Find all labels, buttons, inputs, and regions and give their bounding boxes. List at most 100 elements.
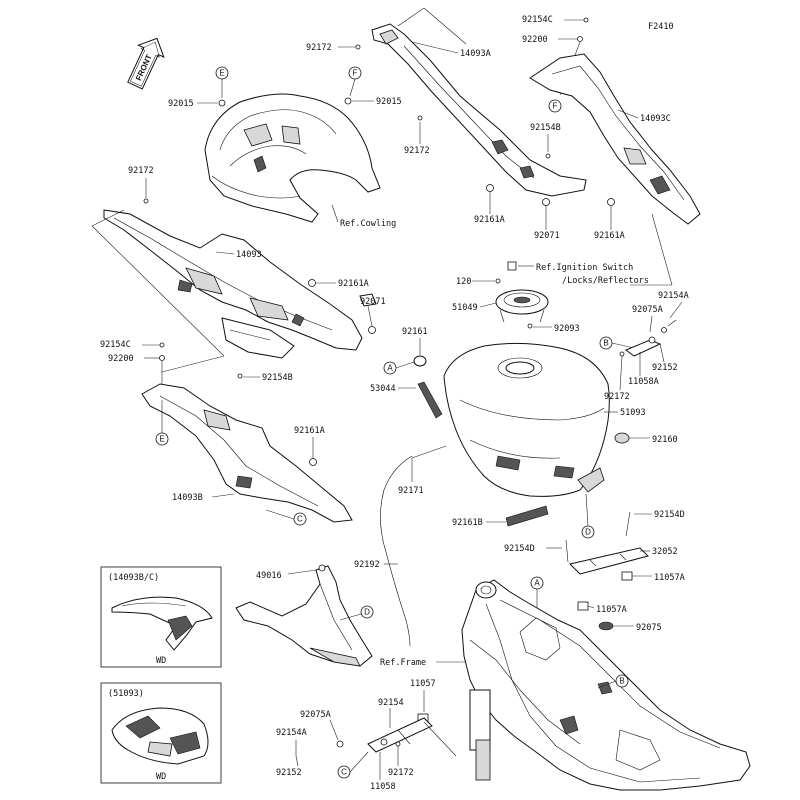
label-92154c-left: 92154C	[100, 340, 131, 350]
callout-d-lower: D	[339, 605, 374, 621]
grommet-icon	[336, 740, 344, 748]
bracket-49016-part	[235, 564, 373, 667]
label-92160: 92160	[652, 435, 678, 445]
inset-caption-2: WD	[156, 772, 166, 782]
label-92161b: 92161B	[452, 518, 483, 528]
svg-text:D: D	[364, 608, 370, 617]
label-92172-bottom: 92172	[388, 768, 414, 778]
label-53044: 53044	[370, 384, 396, 394]
callout-f-top: F	[348, 66, 362, 97]
label-92161: 92161	[402, 327, 428, 337]
bolt-icon	[625, 511, 631, 537]
label-11058-bottom: 11058	[370, 782, 396, 792]
hose-92192-part	[380, 455, 413, 647]
label-92192: 92192	[354, 560, 380, 570]
label-92161a-top: 92161A	[474, 215, 505, 225]
label-92154-bottom: 92154	[378, 698, 404, 708]
grommet-icon	[607, 198, 615, 206]
svg-text:C: C	[297, 515, 303, 524]
label-11057a-upper: 11057A	[654, 573, 685, 583]
screw-icon	[527, 323, 533, 329]
grommet-icon	[598, 621, 614, 631]
label-92015-right: 92015	[376, 97, 402, 107]
label-92154d-right: 92154D	[654, 510, 685, 520]
damper-icon	[614, 432, 630, 444]
screw-icon	[355, 44, 361, 50]
grommet-icon	[542, 198, 550, 206]
label-92152-bottom: 92152	[276, 768, 302, 778]
label-92075a-bottom: 92075A	[300, 710, 331, 720]
svg-text:B: B	[619, 677, 624, 686]
screw-icon	[619, 351, 625, 357]
label-32052: 32052	[652, 547, 678, 557]
svg-text:B: B	[603, 339, 608, 348]
inner-cowling-part	[204, 93, 381, 223]
screw-icon	[495, 278, 501, 284]
nut-icon	[621, 571, 633, 581]
ignition-switch-icon	[507, 261, 517, 271]
label-92154a-right: 92154A	[658, 291, 689, 301]
front-arrow-icon: FRONT	[127, 37, 165, 90]
grommet-icon	[413, 355, 427, 367]
label-92172-top: 92172	[306, 43, 332, 53]
label-92154d-left: 92154D	[504, 544, 535, 554]
callout-b-frame: B	[597, 674, 629, 689]
label-92075: 92075	[636, 623, 662, 633]
label-14093b: 14093B	[172, 493, 203, 503]
svg-text:E: E	[159, 435, 164, 444]
callout-f-right: F	[548, 99, 562, 113]
grommet-icon	[309, 458, 317, 466]
callout-a-left: A	[383, 361, 415, 375]
cover-14093-part	[103, 209, 363, 359]
screw-icon	[395, 741, 401, 747]
pad-92161b-part	[505, 505, 549, 527]
nut-icon	[577, 601, 589, 611]
washer-icon	[159, 355, 165, 361]
label-92075a-right: 92075A	[632, 305, 663, 315]
label-92172-left: 92172	[128, 166, 154, 176]
label-92172-right: 92172	[604, 392, 630, 402]
label-92154b-top: 92154B	[530, 123, 561, 133]
bracket-32052-part	[569, 547, 649, 575]
cover-14093b-part	[141, 383, 353, 523]
grommet-icon	[486, 184, 494, 192]
label-92171: 92171	[398, 486, 424, 496]
label-92093: 92093	[554, 324, 580, 334]
inset-title-2: (51093)	[108, 689, 144, 699]
grommet-icon	[368, 326, 376, 334]
label-120: 120	[456, 277, 471, 287]
label-92200-left: 92200	[108, 354, 134, 364]
callout-d-mid: D	[581, 493, 595, 539]
label-92154c-top: 92154C	[522, 15, 553, 25]
label-ref-frame: Ref.Frame	[380, 658, 426, 668]
label-11057: 11057	[410, 679, 436, 689]
svg-text:A: A	[534, 579, 540, 588]
cover-14093a-part	[371, 23, 587, 197]
screw-icon	[237, 373, 243, 379]
label-11057a-lower: 11057A	[596, 605, 627, 615]
label-92161a-mid: 92161A	[338, 279, 369, 289]
svg-text:D: D	[585, 528, 591, 537]
label-ref-cowling: Ref.Cowling	[340, 219, 396, 229]
label-11058a: 11058A	[628, 377, 659, 387]
label-ref-ignition-2: /Locks/Reflectors	[562, 276, 649, 286]
label-92154b-mid: 92154B	[262, 373, 293, 383]
label-92172-mid: 92172	[404, 146, 430, 156]
washer-icon	[577, 36, 583, 42]
figure-code: F2410	[648, 22, 674, 32]
label-14093: 14093	[236, 250, 262, 260]
cover-14093c-part	[529, 53, 701, 225]
inset-title-1: (14093B/C)	[108, 573, 159, 583]
bolt-icon	[565, 539, 569, 563]
inset-51093: (51093) WD	[100, 682, 222, 784]
label-ref-ignition: Ref.Ignition Switch	[536, 263, 633, 273]
screw-icon	[143, 198, 149, 204]
callout-e-left: E	[155, 400, 169, 446]
label-92071-top: 92071	[534, 231, 560, 241]
callout-b-right: B	[599, 336, 635, 350]
grommet-icon	[344, 97, 352, 105]
label-92152-right: 92152	[652, 363, 678, 373]
screw-icon	[545, 153, 551, 159]
label-92200-top: 92200	[522, 35, 548, 45]
